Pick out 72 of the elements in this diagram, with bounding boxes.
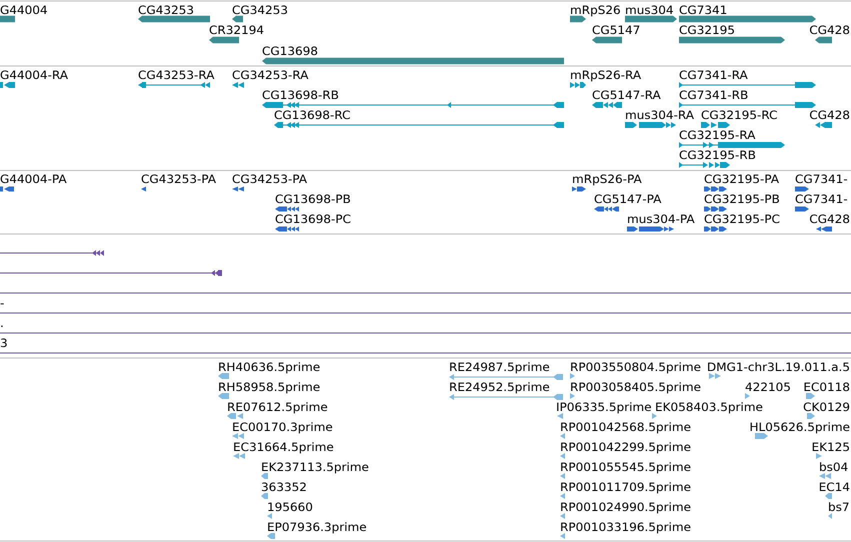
feature-label: CG32195-PC <box>704 214 780 224</box>
feature-label: RP001024990.5prime <box>561 502 690 514</box>
feature-label: CG7341-RA <box>680 70 748 80</box>
feature-label: CG34253-PA <box>232 174 307 184</box>
feature-label: EC0118 <box>804 382 850 392</box>
feature-label: CG32195-RC <box>702 110 777 120</box>
feature-label: 195660 <box>268 502 312 512</box>
feature-label: RE24952.5prime <box>450 382 550 394</box>
feature-label: CG32195 <box>680 26 734 34</box>
feature-label: G44004 <box>0 6 47 14</box>
feature-label: RP001011709.5prime <box>561 482 690 494</box>
feature-label: CG7341 <box>680 6 726 14</box>
feature-label: EC31664.5prime <box>234 442 334 454</box>
feature-label: CG34253-RA <box>232 70 308 80</box>
feature-label: CG32195-RA <box>680 130 756 140</box>
feature-label: CG13698-PC <box>276 214 350 224</box>
feature-label: . <box>1 326 3 327</box>
feature-label: RP001033196.5prime <box>561 522 690 534</box>
feature-label: CG32195-PA <box>704 174 779 184</box>
feature-label: IP06335.5prime <box>557 402 651 414</box>
feature-label: CG13698-RB <box>262 90 338 100</box>
feature-label: CG428 <box>810 26 850 34</box>
feature-label: CG428 <box>810 110 850 120</box>
feature-label: mus304-PA <box>628 214 695 224</box>
feature-label: CG43253 <box>138 6 194 14</box>
feature-label: HL05626.5prime <box>750 422 850 434</box>
feature-label: G44004-PA <box>0 174 67 184</box>
feature-label: EC00170.3prime <box>233 422 332 434</box>
feature-label: CG34253 <box>232 6 288 14</box>
feature-label: EP07936.3prime <box>268 522 366 534</box>
feature-label: bs04 <box>820 462 848 472</box>
feature-label: mRpS26 <box>571 6 620 16</box>
feature-label: EK125 <box>812 442 849 452</box>
feature-label: CG7341- <box>796 194 848 204</box>
feature-label: CG428 <box>810 214 850 224</box>
feature-label: mus304 <box>626 6 673 14</box>
feature-label: mus304-RA <box>626 110 694 120</box>
feature-label: mRpS26-RA <box>571 70 641 82</box>
feature-label: CG13698-RC <box>274 110 350 120</box>
feature-label: RP001042299.5prime <box>561 442 690 454</box>
feature-label: 363352 <box>262 482 306 492</box>
feature-label: RP001055545.5prime <box>561 462 690 474</box>
feature-label: CG5147-RA <box>592 90 661 100</box>
feature-label: EK058403.5prime <box>656 402 762 414</box>
feature-label: RH58958.5prime <box>219 382 320 394</box>
feature-label: CG5147 <box>592 26 640 34</box>
feature-label: EK237113.5prime <box>262 462 368 474</box>
feature-label: CG43253-RA <box>138 70 214 80</box>
feature-label: RP003058405.5prime <box>571 382 700 394</box>
feature-label: - <box>0 303 4 304</box>
feature-label: CG5147-PA <box>594 194 662 204</box>
feature-label: CR32194 <box>210 26 264 34</box>
feature-label: EC14 <box>820 482 850 492</box>
feature-label: G44004-RA <box>0 70 68 80</box>
feature-label: RE07612.5prime <box>228 402 328 414</box>
feature-label: mRpS26-PA <box>573 174 642 186</box>
feature-label: CG32195-RB <box>680 150 756 160</box>
feature-label: CG7341-RB <box>680 90 748 100</box>
feature-label: CK0129 <box>804 402 850 412</box>
feature-label: CG43253-PA <box>142 174 216 184</box>
feature-label: CG32195-PB <box>704 194 779 204</box>
feature-label: RH40636.5prime <box>219 362 320 374</box>
feature-label: RP001042568.5prime <box>561 422 690 434</box>
feature-label: CG7341- <box>796 174 848 184</box>
feature-label: RE24987.5prime <box>450 362 550 374</box>
feature-label: bs7 <box>829 502 849 512</box>
feature-label: RP003550804.5prime <box>571 362 700 374</box>
feature-label: CG13698 <box>262 46 318 56</box>
feature-label: 3 <box>0 338 7 348</box>
feature-label: 422105 <box>746 382 790 392</box>
feature-label: DMG1-chr3L.19.011.a.5 <box>708 362 849 372</box>
feature-label: CG13698-PB <box>276 194 350 204</box>
